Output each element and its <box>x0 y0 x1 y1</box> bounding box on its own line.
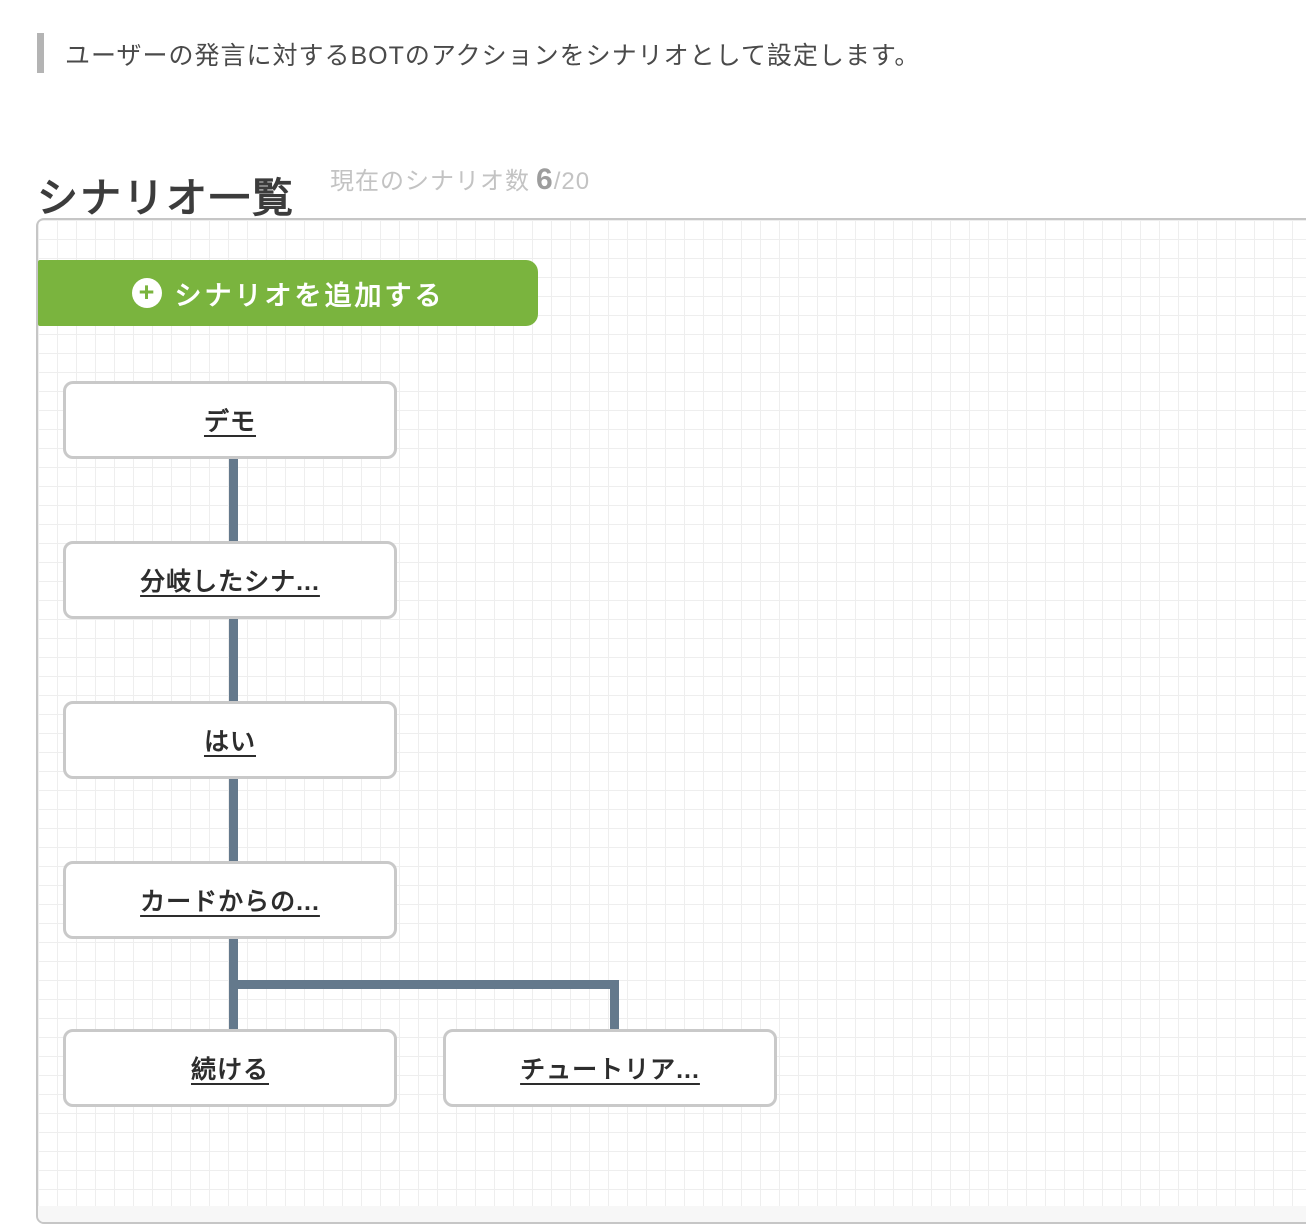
scenario-link-tutorial[interactable]: チュートリア... <box>520 1056 700 1084</box>
scenario-node: 続ける <box>63 1029 397 1107</box>
connector-branch-to-yes <box>229 619 238 701</box>
scenario-node: チュートリア... <box>443 1029 777 1107</box>
connector-yes-to-card <box>229 779 238 861</box>
add-scenario-button[interactable]: + シナリオを追加する <box>38 260 538 326</box>
scenario-link-demo[interactable]: デモ <box>203 408 256 436</box>
scenario-node: 分岐したシナ... <box>63 541 397 619</box>
description-text: ユーザーの発言に対するBOTのアクションをシナリオとして設定します。 <box>65 42 921 70</box>
plus-circle-icon: + <box>131 278 162 308</box>
scenario-counter-label: 現在のシナリオ数 <box>330 168 530 195</box>
connector-branch-to-tutorial <box>610 980 619 1029</box>
scenario-link-yes[interactable]: はい <box>203 728 256 756</box>
connector-demo-to-branch <box>229 459 238 541</box>
connector-branch-horizontal <box>229 980 619 989</box>
scenario-link-branched[interactable]: 分岐したシナ... <box>140 568 320 596</box>
add-scenario-button-label: シナリオを追加する <box>174 280 445 311</box>
description-quote-bar <box>37 33 44 73</box>
scenario-node: カードからの... <box>63 861 397 939</box>
scenario-node: はい <box>63 701 397 779</box>
scenario-link-card[interactable]: カードからの... <box>140 888 320 916</box>
scenario-counter-current: 6 <box>536 163 554 196</box>
page-title: シナリオ一覧 <box>37 175 295 222</box>
scenario-flow-canvas: + シナリオを追加する デモ 分岐したシナ... はい カードからの... 続け… <box>36 218 1306 1224</box>
scenario-node: デモ <box>63 381 397 459</box>
canvas-horizontal-scrollbar-track[interactable] <box>38 1206 1306 1222</box>
scenario-link-continue[interactable]: 続ける <box>190 1056 269 1084</box>
scenario-counter-max: /20 <box>553 168 591 195</box>
